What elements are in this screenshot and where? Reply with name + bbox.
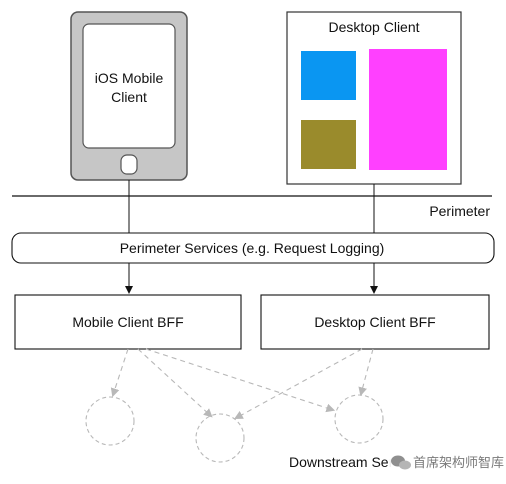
downstream-service-2 (195, 413, 245, 463)
downstream-service-1 (85, 396, 135, 446)
downstream-services (85, 394, 384, 463)
mobile-bff-to-service-1 (110, 348, 129, 398)
mobile-client-bff-box (14, 294, 242, 350)
desktop-olive-panel (301, 120, 356, 169)
perimeter-services-box (11, 232, 495, 264)
perimeter-label: Perimeter (429, 203, 490, 219)
downstream-connectors (110, 348, 374, 420)
phone-screen (82, 23, 176, 149)
desktop-client-title: Desktop Client (328, 19, 419, 35)
ios-client-label-line1: iOS Mobile (95, 70, 164, 86)
downstream-services-label: Downstream Ser (289, 454, 394, 470)
desktop-bff-to-service-2 (234, 348, 363, 420)
desktop-client-bff-label: Desktop Client BFF (314, 314, 435, 330)
ios-mobile-client: iOS Mobile Client (70, 11, 188, 181)
mobile-bff-to-service-3 (145, 348, 336, 413)
watermark-backdrop (388, 452, 498, 472)
perimeter-services-label: Perimeter Services (e.g. Request Logging… (120, 240, 385, 256)
desktop-blue-panel (301, 51, 356, 100)
desktop-client: Desktop Client (286, 11, 462, 185)
mobile-bff-to-service-2 (137, 348, 213, 418)
wechat-icon (391, 455, 411, 470)
mobile-client-bff-label: Mobile Client BFF (72, 314, 183, 330)
watermark-text: 首席架构师智库 (413, 455, 504, 470)
desktop-magenta-panel (369, 49, 447, 170)
desktop-bff-to-service-3 (358, 348, 374, 397)
watermark: 首席架构师智库 (388, 452, 504, 472)
desktop-client-bff-box (260, 294, 490, 350)
phone-home-button (120, 154, 138, 175)
ios-client-label-line2: Client (111, 89, 147, 105)
downstream-service-3 (334, 394, 384, 444)
